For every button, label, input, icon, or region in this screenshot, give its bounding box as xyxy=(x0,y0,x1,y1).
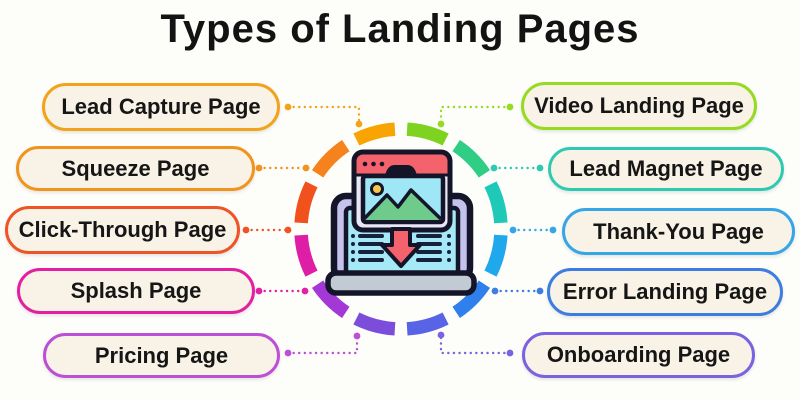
pill-pricing-page: Pricing Page xyxy=(43,333,280,378)
pill-onboarding-page: Onboarding Page xyxy=(522,332,755,378)
ring-segment xyxy=(452,280,491,319)
connector-dot xyxy=(302,164,310,172)
screen-text-lines xyxy=(351,234,451,262)
connector-dot xyxy=(536,287,544,295)
laptop-base xyxy=(325,270,477,296)
pill-label: Video Landing Page xyxy=(534,93,744,118)
ring-segment xyxy=(311,139,350,178)
browser-dot-icon xyxy=(362,161,368,167)
pill-click-through-page: Click-Through Page xyxy=(5,206,240,254)
pill-error-landing-page: Error Landing Page xyxy=(547,268,783,316)
connector-dot xyxy=(255,164,263,172)
ring-segment xyxy=(311,280,350,319)
folder-tab-icon xyxy=(384,165,418,177)
pill-thank-you-page: Thank-You Page xyxy=(562,208,795,255)
text-line-dash xyxy=(416,250,442,254)
connector-dot xyxy=(509,226,517,234)
text-line-dot xyxy=(351,242,355,246)
connector-dot xyxy=(355,120,363,128)
connector-dot xyxy=(490,164,498,172)
connector-dot xyxy=(284,226,292,234)
connector-dot xyxy=(549,226,557,234)
pill-label: Splash Page xyxy=(70,278,202,303)
pill-label: Lead Magnet Page xyxy=(569,156,763,181)
connector-dot xyxy=(536,164,544,172)
pill-video-landing-page: Video Landing Page xyxy=(521,82,757,130)
text-line-dot xyxy=(447,242,451,246)
browser-dot-icon xyxy=(379,161,385,167)
pill-lead-magnet-page: Lead Magnet Page xyxy=(548,147,784,191)
text-line-dash xyxy=(358,234,384,238)
text-line-dot xyxy=(351,258,355,262)
mountain-icon xyxy=(365,188,441,220)
connector-dot xyxy=(353,332,361,340)
connector-line xyxy=(286,105,361,126)
text-line-dash xyxy=(358,250,384,254)
connector-dot xyxy=(491,287,499,295)
ring-segment xyxy=(353,312,396,336)
pill-lead-capture-page: Lead Capture Page xyxy=(42,83,280,131)
browser-header xyxy=(354,152,450,175)
pill-label: Onboarding Page xyxy=(546,342,731,367)
ring-segment xyxy=(484,181,508,224)
text-line-dash xyxy=(416,258,442,262)
text-line-dash xyxy=(358,258,384,262)
download-arrow-icon xyxy=(380,227,422,268)
text-line-dot xyxy=(351,250,355,254)
pill-label: Lead Capture Page xyxy=(61,94,261,119)
connector-line xyxy=(286,334,359,355)
pill-splash-page: Splash Page xyxy=(17,268,255,314)
sun-icon xyxy=(370,182,384,196)
ring-segment xyxy=(484,234,508,277)
pill-label: Error Landing Page xyxy=(562,279,768,304)
ring-segment xyxy=(294,181,318,224)
pill-label: Pricing Page xyxy=(94,342,229,368)
text-line-dot xyxy=(447,234,451,238)
connector-dot xyxy=(506,103,514,111)
laptop-download-icon xyxy=(294,122,508,336)
pill-squeeze-page: Squeeze Page xyxy=(16,146,255,191)
connector-dot xyxy=(506,349,514,357)
ring-segment xyxy=(353,122,396,146)
connector-dot xyxy=(437,331,445,339)
ring-segment xyxy=(406,312,449,336)
ring-segment xyxy=(452,139,491,178)
connector-line xyxy=(439,105,512,126)
text-line-dash xyxy=(416,242,442,246)
connector-dot xyxy=(255,287,263,295)
connector-dot xyxy=(301,287,309,295)
connector-dot xyxy=(284,349,292,357)
connector-dot xyxy=(284,103,292,111)
text-line-dot xyxy=(447,258,451,262)
text-line-dash xyxy=(358,242,384,246)
pill-label: Thank-You Page xyxy=(593,218,764,244)
browser-dot-icon xyxy=(371,161,376,167)
page-title: Types of Landing Pages xyxy=(160,7,640,51)
connector-dot xyxy=(437,120,445,128)
text-line-dot xyxy=(351,234,355,238)
connector-dot xyxy=(242,226,250,234)
pill-label: Click-Through Page xyxy=(18,217,227,242)
text-line-dot xyxy=(447,250,451,254)
ring-segment xyxy=(406,122,449,146)
ring-segment xyxy=(294,234,318,277)
connector-line xyxy=(439,333,512,355)
text-line-dash xyxy=(416,234,442,238)
pill-label: Squeeze Page xyxy=(61,155,210,181)
rainbow-ring-icon xyxy=(294,122,508,336)
